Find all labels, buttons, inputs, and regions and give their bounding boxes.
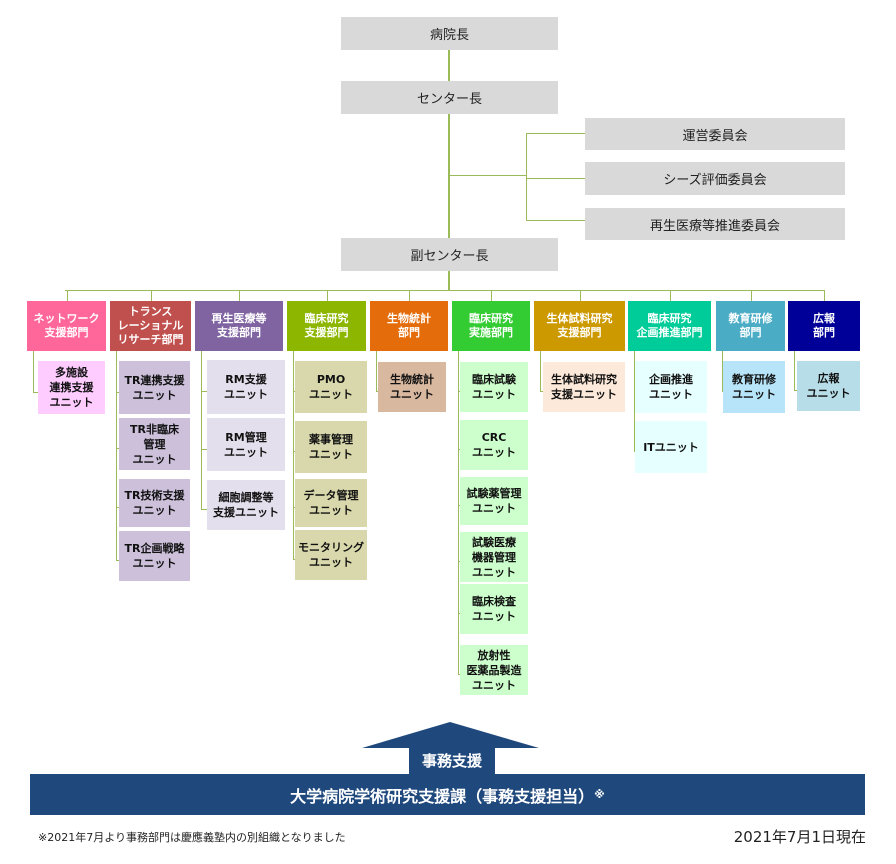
connector <box>201 448 207 450</box>
connector <box>458 449 460 450</box>
department-box: 広報 部門 <box>788 301 860 351</box>
connector <box>750 290 752 301</box>
unit-box: 臨床検査 ユニット <box>460 584 528 634</box>
committee-box: 運営委員会 <box>585 118 845 150</box>
unit-box: 生物統計 ユニット <box>378 362 446 412</box>
unit-box: 教育研修 ユニット <box>723 361 785 413</box>
center-head-box: センター長 <box>341 81 558 114</box>
connector <box>579 290 581 301</box>
unit-box: 企画推進 ユニット <box>635 361 707 413</box>
unit-box: 放射性 医薬品製造 ユニット <box>460 645 528 695</box>
connector <box>526 178 586 179</box>
connector <box>293 391 295 392</box>
unit-box: PMO ユニット <box>295 361 367 413</box>
unit-box: 細胞調整等 支援ユニット <box>207 480 285 530</box>
department-box: ネットワーク 支援部門 <box>27 301 106 351</box>
connector <box>634 391 635 392</box>
arrow-up-icon <box>362 722 539 748</box>
unit-box: TR企画戦略 ユニット <box>119 531 190 581</box>
connector <box>669 290 671 301</box>
connector <box>458 505 460 506</box>
unit-box: TR非臨床 管理 ユニット <box>119 418 190 470</box>
connector <box>722 391 723 392</box>
unit-box: 薬事管理 ユニット <box>295 421 367 473</box>
admin-section-bar: 大学病院学術研究支援課（事務支援担当）※ <box>30 774 865 815</box>
department-box: 生体試料研究 支援部門 <box>534 301 625 351</box>
department-box: 臨床研究 企画推進部門 <box>628 301 711 351</box>
connector <box>794 351 795 390</box>
connector <box>116 391 119 393</box>
unit-box: RM支援 ユニット <box>207 360 285 414</box>
department-box: トランス レーショナル リサーチ部門 <box>110 301 191 351</box>
connector <box>794 390 797 391</box>
department-box: 教育研修 部門 <box>716 301 785 351</box>
connector <box>326 290 328 301</box>
connector <box>150 290 152 301</box>
connector <box>293 451 295 452</box>
admin-section-label: 大学病院学術研究支援課（事務支援担当） <box>290 786 595 806</box>
connector <box>722 351 723 391</box>
connector <box>634 351 635 451</box>
connector <box>526 133 527 221</box>
department-box: 臨床研究 支援部門 <box>287 301 366 351</box>
connector <box>293 559 295 560</box>
department-box: 臨床研究 実施部門 <box>452 301 530 351</box>
unit-box: 臨床試験 ユニット <box>460 362 528 412</box>
unit-box: 広報 ユニット <box>797 361 860 411</box>
unit-box: データ管理 ユニット <box>295 479 367 527</box>
connector <box>293 507 295 508</box>
unit-box: モニタリング ユニット <box>295 530 367 580</box>
connector <box>33 391 38 393</box>
connector <box>116 560 119 561</box>
connector <box>458 561 460 562</box>
connector <box>239 290 240 301</box>
connector <box>409 290 410 301</box>
unit-box: CRC ユニット <box>460 420 528 470</box>
connector <box>293 351 294 559</box>
connector <box>376 391 378 392</box>
unit-box: TR技術支援 ユニット <box>119 479 190 527</box>
unit-box: 試験薬管理 ユニット <box>460 477 528 525</box>
connector <box>201 351 202 509</box>
unit-box: 生体試料研究 支援ユニット <box>543 362 625 412</box>
connector <box>33 351 34 392</box>
connector <box>448 271 450 291</box>
connector <box>458 674 460 675</box>
vice-head-box: 副センター長 <box>341 238 558 271</box>
department-box: 再生医療等 支援部門 <box>195 301 283 351</box>
connector <box>458 613 460 614</box>
connector <box>66 290 68 301</box>
unit-box: 試験医療 機器管理 ユニット <box>460 532 528 582</box>
department-box: 生物統計 部門 <box>370 301 448 351</box>
admin-support-label: 事務支援 <box>409 747 495 774</box>
connector <box>540 391 543 392</box>
connector <box>458 351 459 674</box>
admin-note-mark: ※ <box>594 788 605 801</box>
committee-box: 再生医療等推進委員会 <box>585 208 845 240</box>
connector <box>448 175 526 176</box>
connector <box>448 50 450 238</box>
unit-box: 多施設 連携支援 ユニット <box>38 361 105 414</box>
unit-box: ITユニット <box>635 421 707 473</box>
connector <box>824 290 825 301</box>
connector <box>540 351 541 391</box>
connector <box>526 133 586 134</box>
connector <box>116 351 117 560</box>
connector <box>634 451 635 452</box>
director-box: 病院長 <box>341 17 558 50</box>
footnote: ※2021年7月より事務部門は慶應義塾内の別組織となりました <box>38 831 346 844</box>
connector <box>201 391 207 392</box>
unit-box: TR連携支援 ユニット <box>119 361 190 414</box>
connector <box>526 220 586 221</box>
unit-box: RM管理 ユニット <box>207 418 285 471</box>
connector <box>458 391 460 392</box>
connector <box>201 509 207 510</box>
committee-box: シーズ評価委員会 <box>585 162 845 195</box>
connector <box>65 290 824 291</box>
date-label: 2021年7月1日現在 <box>733 828 866 846</box>
connector <box>376 351 377 391</box>
connector <box>491 290 492 301</box>
connector <box>116 507 119 508</box>
connector <box>116 448 119 449</box>
